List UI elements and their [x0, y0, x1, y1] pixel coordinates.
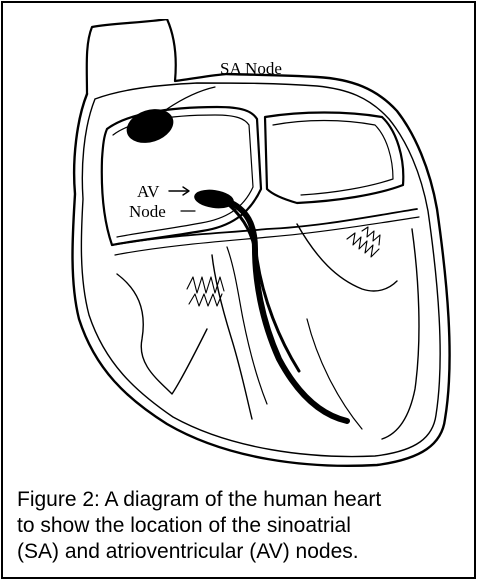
- right-ventricle-wall: [227, 247, 267, 404]
- tricuspid-valve-left: [117, 274, 207, 394]
- caption-line-1: Figure 2: A diagram of the human heart: [17, 487, 467, 513]
- av-node-label: Node: [129, 202, 166, 221]
- mitral-valve: [297, 224, 397, 291]
- caption-line-2: to show the location of the sinoatrial: [17, 513, 467, 539]
- chordae-right: [347, 233, 379, 257]
- figure-caption: Figure 2: A diagram of the human heart t…: [17, 487, 467, 565]
- av-label: AV: [137, 182, 160, 201]
- sa-pointer-line: [167, 87, 215, 109]
- sa-node-label: SA Node: [220, 59, 282, 78]
- left-atrium-inner: [273, 121, 393, 196]
- left-atrium: [265, 113, 403, 204]
- figure-frame: SA Node AV Node Figure 2: A diagram of t…: [1, 1, 476, 579]
- chordae-right-2: [362, 227, 380, 245]
- tricuspid-valve-right: [212, 255, 252, 419]
- left-ventricle-wall: [382, 229, 419, 439]
- heart-diagram: SA Node AV Node: [17, 19, 469, 479]
- caption-line-3: (SA) and atrioventricular (AV) nodes.: [17, 539, 467, 565]
- left-ventricle-apex: [307, 319, 362, 429]
- chordae-left-2: [189, 294, 222, 306]
- heart-diagram-svg: SA Node AV Node: [17, 19, 469, 479]
